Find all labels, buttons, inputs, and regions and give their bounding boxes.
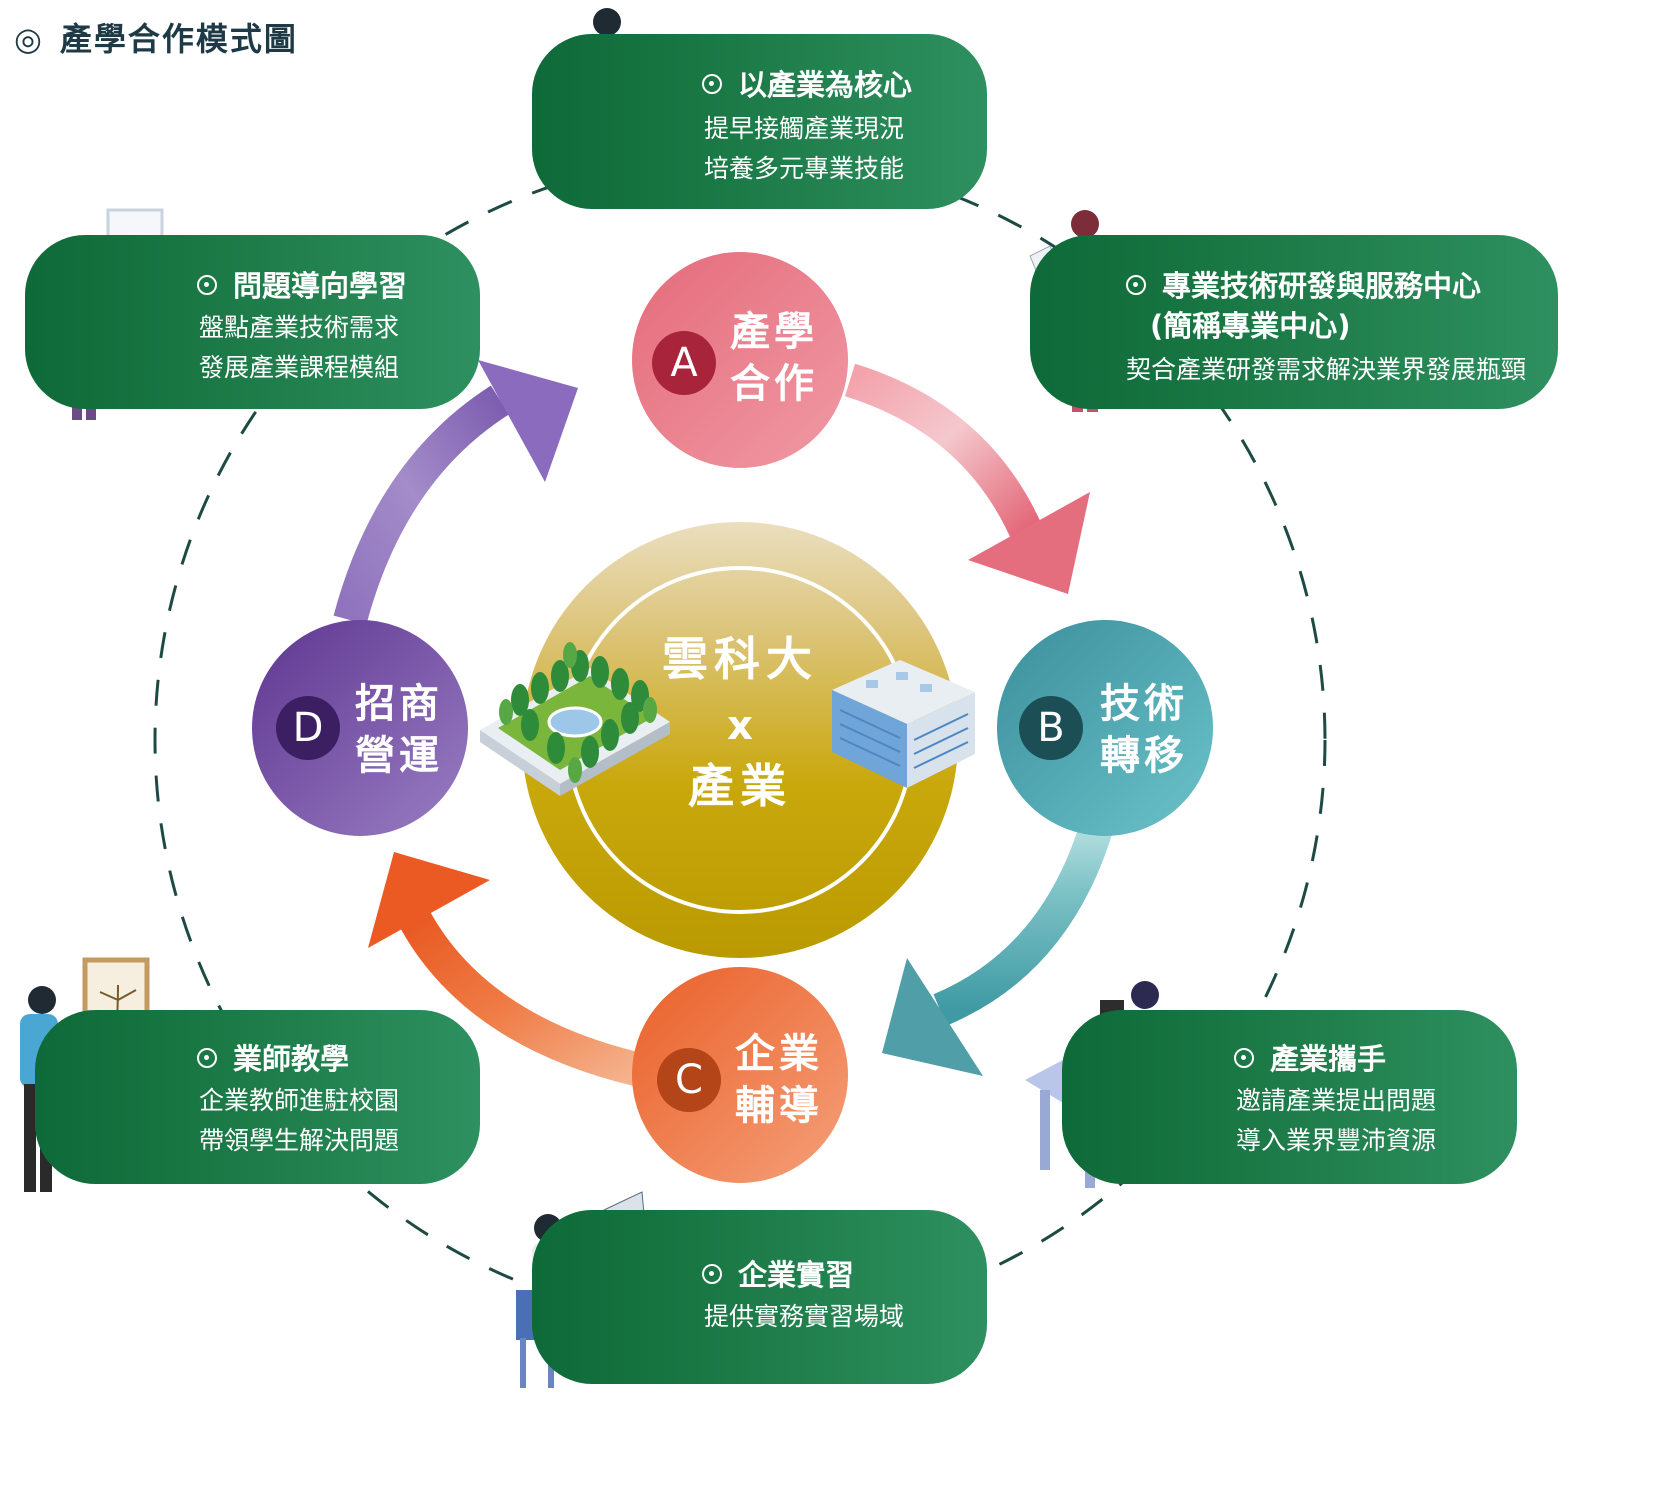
center-label-2: 產業: [688, 759, 792, 813]
card-internship: 企業實習 提供實務實習場域: [532, 1210, 987, 1384]
node-a-letter: A: [670, 340, 698, 386]
card-industry-core-line-2: 培養多元專業技能: [704, 154, 905, 183]
park-illustration: [480, 642, 670, 796]
card-problem-based-learning-line-1: 盤點產業技術需求: [199, 313, 400, 342]
card-industry-partnership-line-2: 導入業界豐沛資源: [1236, 1126, 1437, 1155]
card-industry-teachers-line-1: 企業教師進駐校園: [199, 1086, 400, 1115]
arrow-a-to-b-head: [968, 492, 1090, 594]
title-text: 產學合作模式圖: [59, 20, 298, 58]
node-d-name-2: 營運: [355, 732, 443, 779]
circle-dot-icon: [197, 275, 217, 295]
node-b-name-1: 技術: [1100, 680, 1188, 727]
node-b-letter: B: [1037, 705, 1065, 751]
card-research-center-line-1: 契合產業研發需求解決業界發展瓶頸: [1126, 355, 1527, 384]
arrow-b-to-c-shaft: [933, 810, 1117, 1026]
title-mark: ◎: [14, 20, 44, 58]
card-research-center-title: 專業技術研發與服務中心: [1126, 263, 1481, 305]
node-a-name-1: 產學: [730, 308, 818, 355]
node-b-name-2: 轉移: [1100, 732, 1188, 779]
card-industry-core-line-1: 提早接觸產業現況: [704, 114, 905, 143]
page-title: ◎ 產學合作模式圖: [14, 14, 298, 60]
card-industry-partnership: 產業攜手 邀請產業提出問題 導入業界豐沛資源: [1062, 1010, 1517, 1184]
card-industry-partnership-title: 產業攜手: [1234, 1036, 1386, 1078]
card-internship-title: 企業實習: [702, 1252, 854, 1294]
circle-dot-icon: [1126, 275, 1146, 295]
circle-dot-icon: [702, 74, 722, 94]
card-problem-based-learning-title: 問題導向學習: [197, 263, 407, 305]
card-problem-based-learning: 問題導向學習 盤點產業技術需求 發展產業課程模組: [25, 235, 480, 409]
node-b-circle: [997, 620, 1213, 836]
node-c-badge: [657, 1048, 721, 1112]
node-a-circle: [632, 252, 848, 468]
arrow-c-to-d-head: [368, 852, 490, 948]
card-problem-based-learning-line-2: 發展產業課程模組: [199, 353, 400, 382]
arrow-d-to-a-shaft: [333, 385, 510, 625]
node-c-circle: [632, 967, 848, 1183]
card-internship-line-1: 提供實務實習場域: [704, 1302, 905, 1331]
center-label-x: x: [727, 703, 753, 749]
node-a-badge: [652, 331, 716, 395]
card-industry-teachers-title: 業師教學: [197, 1036, 349, 1078]
arrow-a-to-b-shaft: [844, 363, 1046, 547]
node-c-name-2: 輔導: [735, 1082, 823, 1129]
node-a-name-2: 合作: [730, 360, 818, 407]
node-d-name-1: 招商: [355, 680, 443, 727]
center-circle: [522, 522, 958, 958]
circle-dot-icon: [197, 1048, 217, 1068]
card-research-center-title-2: (簡稱專業中心): [1150, 309, 1351, 343]
node-b-badge: [1019, 696, 1083, 760]
arrow-b-to-c-head: [882, 958, 983, 1076]
card-research-center: 專業技術研發與服務中心 (簡稱專業中心) 契合產業研發需求解決業界發展瓶頸: [1030, 235, 1558, 409]
node-c-name-1: 企業: [735, 1030, 823, 1077]
arrow-d-to-a-head: [478, 360, 578, 482]
card-industry-core: 以產業為核心 提早接觸產業現況 培養多元專業技能: [532, 34, 987, 209]
card-industry-core-title: 以產業為核心: [702, 62, 912, 104]
card-industry-partnership-line-1: 邀請產業提出問題: [1236, 1086, 1437, 1115]
circle-dot-icon: [1234, 1048, 1254, 1068]
node-c-letter: C: [675, 1057, 703, 1103]
circle-dot-icon: [702, 1264, 722, 1284]
building-illustration: [832, 660, 975, 788]
arrow-c-to-d-shaft: [394, 902, 644, 1087]
card-industry-teachers: 業師教學 企業教師進駐校園 帶領學生解決問題: [35, 1010, 480, 1184]
center-label-1: 雲科大: [662, 632, 818, 686]
card-industry-teachers-line-2: 帶領學生解決問題: [199, 1126, 400, 1155]
node-d-circle: [252, 620, 468, 836]
node-d-badge: [276, 696, 340, 760]
node-d-letter: D: [292, 705, 324, 751]
